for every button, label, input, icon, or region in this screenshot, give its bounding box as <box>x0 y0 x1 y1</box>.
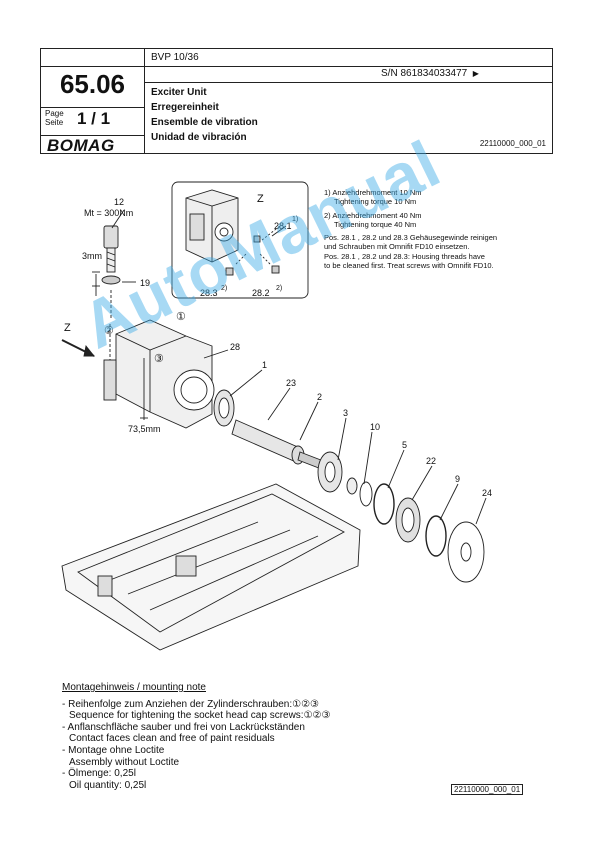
svg-text:23: 23 <box>286 378 296 388</box>
screw-28-2 <box>271 265 280 274</box>
torque-notes: 1) Anziehdrehmoment 10 Nm Tightening tor… <box>324 188 498 271</box>
doc-id: 22110000_000_01 <box>479 139 546 148</box>
svg-text:5: 5 <box>402 440 407 450</box>
svg-text:2: 2 <box>317 392 322 402</box>
svg-text:①: ① <box>176 311 186 323</box>
shaft-23 <box>231 419 327 471</box>
base-plate <box>61 483 361 651</box>
svg-text:19: 19 <box>140 278 150 288</box>
svg-text:2): 2) <box>221 285 227 292</box>
bearing-1 <box>213 389 235 427</box>
svg-text:Z: Z <box>64 322 71 334</box>
svg-text:28.2: 28.2 <box>252 288 270 298</box>
page-number: 65.06 <box>59 69 126 99</box>
svg-text:3mm: 3mm <box>82 251 102 261</box>
seal-5 <box>373 483 395 525</box>
svg-text:9: 9 <box>455 474 460 484</box>
svg-text:Mt = 300Nm: Mt = 300Nm <box>84 208 133 218</box>
svg-text:73,5mm: 73,5mm <box>128 424 161 434</box>
serial-number: S/N 861834033477 ▶ <box>381 68 479 79</box>
title-block: Exciter Unit Erregereinheit Ensemble de … <box>151 85 258 145</box>
inset-housing <box>185 189 281 276</box>
cover-22 <box>395 497 421 543</box>
title-en: Exciter Unit <box>151 87 207 98</box>
spacer-3 <box>346 477 358 495</box>
svg-text:10: 10 <box>370 422 380 432</box>
bearing-2 <box>317 451 343 493</box>
svg-text:②: ② <box>104 325 114 337</box>
svg-text:28.1: 28.1 <box>274 221 292 231</box>
arrow-right-icon: ▶ <box>472 69 479 78</box>
mounting-note: Montagehinweis / mounting note - Reihenf… <box>62 682 331 791</box>
title-fr: Ensemble de vibration <box>151 117 258 128</box>
svg-text:22: 22 <box>426 456 436 466</box>
bomag-logo: BOMAG <box>47 136 115 155</box>
exciter-housing-28 <box>103 319 215 429</box>
mounting-heading: Montagehinweis / mounting note <box>62 682 206 693</box>
ring-10 <box>359 481 373 507</box>
svg-text:3: 3 <box>343 408 348 418</box>
svg-text:28: 28 <box>230 342 240 352</box>
svg-text:28.3: 28.3 <box>200 288 218 298</box>
svg-text:12: 12 <box>114 197 124 207</box>
svg-text:1): 1) <box>292 216 298 223</box>
disc-24 <box>447 521 485 583</box>
title-de: Erregereinheit <box>151 102 219 113</box>
svg-text:24: 24 <box>482 488 492 498</box>
inset-frame <box>171 181 309 299</box>
circlip-9 <box>425 515 447 557</box>
title-es: Unidad de vibración <box>151 132 247 143</box>
svg-text:1: 1 <box>262 360 267 370</box>
screw-28-1 <box>253 235 261 243</box>
svg-text:2): 2) <box>276 285 282 292</box>
screw-28-3 <box>225 267 234 276</box>
footer-doc-id: 22110000_000_01 <box>451 784 524 795</box>
page-count: 1 / 1 <box>77 109 111 128</box>
svg-text:Z: Z <box>257 193 264 205</box>
washer-19 <box>101 275 121 285</box>
model-name: BVP 10/36 <box>151 52 199 63</box>
bolt-12 <box>92 225 121 320</box>
svg-text:③: ③ <box>154 353 164 365</box>
